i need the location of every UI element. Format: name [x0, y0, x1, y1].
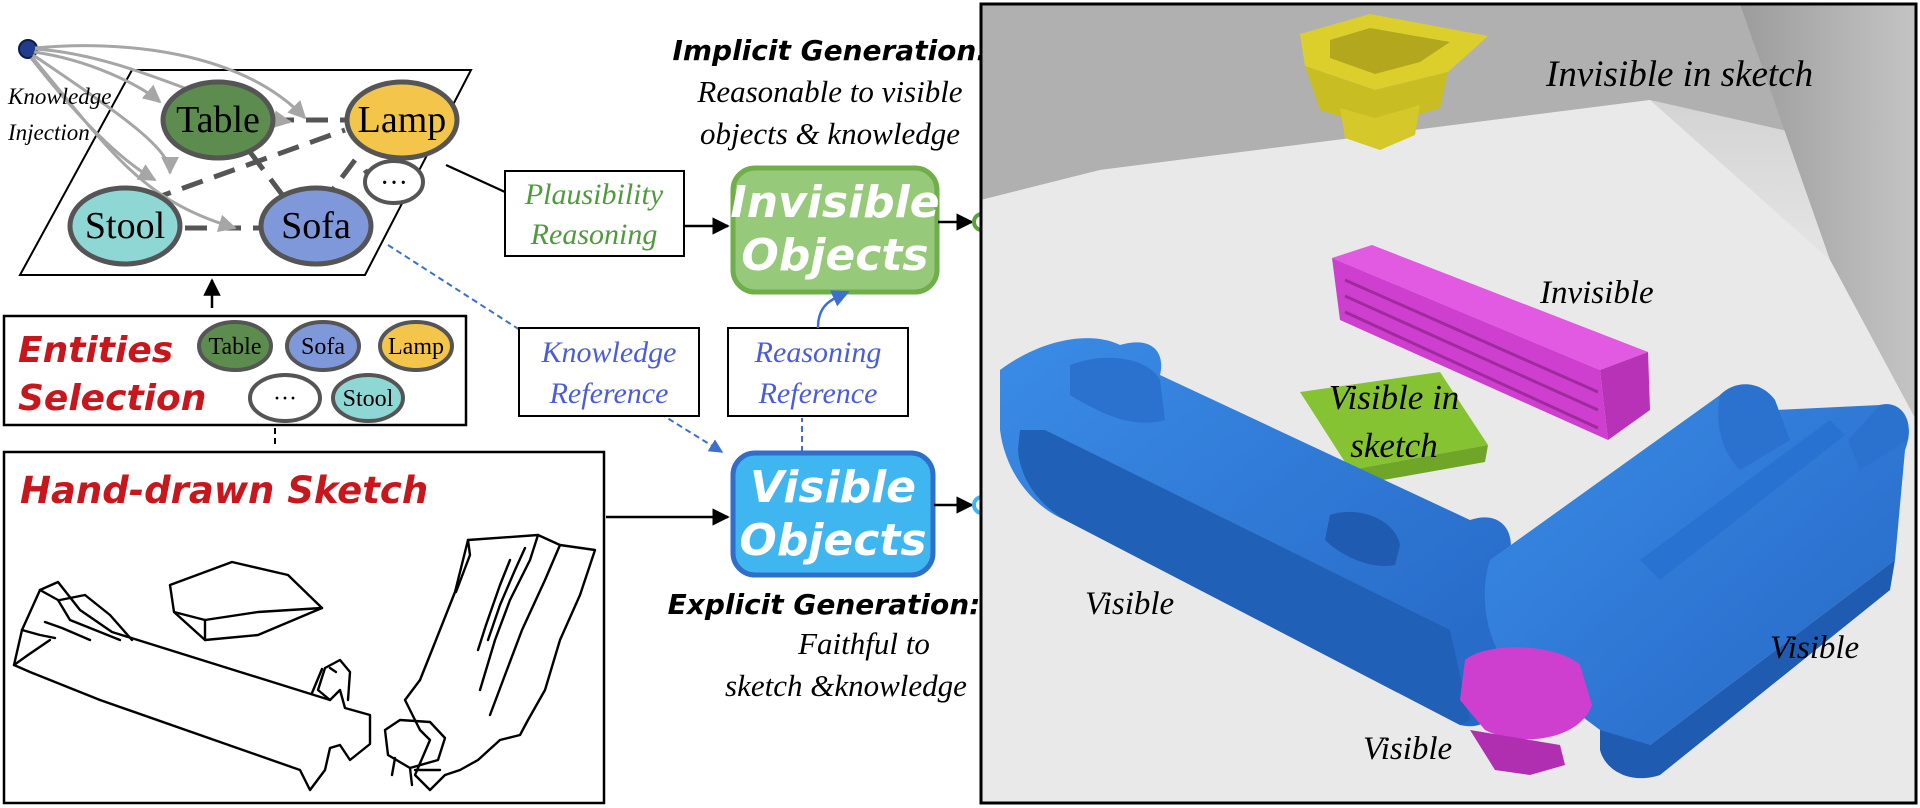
- knowledge-injection-label: Injection: [7, 120, 90, 145]
- svg-text:Plausibility: Plausibility: [524, 178, 664, 211]
- svg-text:Objects: Objects: [739, 515, 926, 566]
- svg-text:Implicit Generation:: Implicit Generation:: [672, 34, 987, 67]
- chip-table: Table: [197, 320, 273, 372]
- svg-text:Stool: Stool: [85, 205, 165, 247]
- left-blue-sofa: [1000, 338, 1511, 727]
- label-visible-bottom: Visible: [1363, 731, 1452, 767]
- svg-text:Reference: Reference: [758, 377, 878, 410]
- entities-selection-panel: Entities Selection Table Sofa Lamp ··· S…: [2, 314, 468, 427]
- magenta-table-object: [1332, 245, 1650, 440]
- svg-text:Sofa: Sofa: [301, 334, 345, 360]
- explicit-generation-caption: Explicit Generation: Faithful to sketch …: [668, 588, 981, 703]
- svg-text:Reasoning: Reasoning: [754, 336, 882, 369]
- svg-text:Stool: Stool: [343, 386, 394, 412]
- chip-stool: Stool: [331, 373, 405, 423]
- node-sofa: Sofa: [258, 185, 374, 267]
- label-invisible-in-sketch: Invisible in sketch: [1545, 54, 1813, 95]
- sketch-drawing: [12, 533, 597, 792]
- chip-lamp: Lamp: [378, 320, 454, 372]
- render-right-wall: [1740, 4, 1916, 420]
- hand-drawn-sketch-title: Hand-drawn Sketch: [20, 469, 428, 512]
- svg-text:Invisible: Invisible: [730, 177, 939, 228]
- label-visible-left: Visible: [1085, 586, 1174, 622]
- node-lamp: Lamp: [344, 79, 460, 161]
- svg-text:Lamp: Lamp: [358, 99, 447, 141]
- svg-text:Visible: Visible: [750, 462, 916, 513]
- plausibility-reasoning-box: Plausibility Reasoning: [504, 170, 685, 257]
- green-stool-object: [1300, 372, 1488, 485]
- render-panel: Invisible in sketch Invisible Visible in…: [979, 2, 1918, 805]
- svg-text:Objects: Objects: [741, 230, 928, 281]
- reasoning-to-invisible-arrow: [816, 290, 850, 329]
- svg-text:Explicit Generation:: Explicit Generation:: [668, 588, 981, 621]
- svg-text:Reasoning: Reasoning: [530, 218, 658, 251]
- entities-selection-title: Entities: [18, 330, 173, 371]
- label-invisible: Invisible: [1539, 275, 1654, 311]
- chip-sofa: Sofa: [285, 320, 361, 372]
- invisible-objects-box: Invisible Objects: [730, 165, 940, 295]
- hand-drawn-sketch-panel: Hand-drawn Sketch: [2, 450, 606, 805]
- svg-text:sketch &knowledge: sketch &knowledge: [725, 668, 967, 703]
- implicit-generation-caption: Implicit Generation: Reasonable to visib…: [672, 34, 987, 151]
- chip-more: ···: [248, 373, 322, 423]
- svg-text:···: ···: [273, 386, 297, 412]
- svg-text:Reference: Reference: [549, 377, 669, 410]
- svg-text:Knowledge: Knowledge: [541, 336, 677, 369]
- right-blue-sofa: [1484, 384, 1909, 779]
- svg-text:Table: Table: [176, 99, 260, 141]
- reasoning-reference-box: Reasoning Reference: [727, 327, 909, 417]
- label-visible-right: Visible: [1770, 630, 1859, 666]
- node-more: ···: [363, 159, 425, 205]
- render-panel-border: [979, 2, 1918, 805]
- svg-text:Table: Table: [209, 334, 262, 360]
- visible-objects-box: Visible Objects: [730, 450, 936, 578]
- svg-text:···: ···: [380, 168, 408, 199]
- svg-text:objects & knowledge: objects & knowledge: [700, 116, 960, 151]
- svg-text:Faithful to: Faithful to: [797, 626, 930, 661]
- knowledge-reference-box: Knowledge Reference: [518, 327, 700, 417]
- graph-to-plausibility-line: [445, 163, 506, 194]
- knowledge-injection-label: Knowledge: [7, 84, 112, 109]
- render-back-wall: [981, 4, 1916, 200]
- svg-text:Reasonable to visible: Reasonable to visible: [696, 74, 962, 109]
- node-stool: Stool: [67, 185, 183, 267]
- node-table: Table: [160, 79, 276, 161]
- knowledge-graph: Knowledge Injection Table Lamp ··· Stool…: [7, 39, 473, 276]
- yellow-lamp-object: [1300, 14, 1488, 150]
- label-visible-in-sketch: Visible in: [1329, 378, 1460, 417]
- svg-text:Sofa: Sofa: [281, 205, 351, 247]
- entities-selection-title: Selection: [18, 378, 206, 419]
- svg-text:Lamp: Lamp: [388, 334, 444, 360]
- label-visible-in-sketch: sketch: [1350, 426, 1437, 465]
- magenta-small-object: [1460, 647, 1592, 775]
